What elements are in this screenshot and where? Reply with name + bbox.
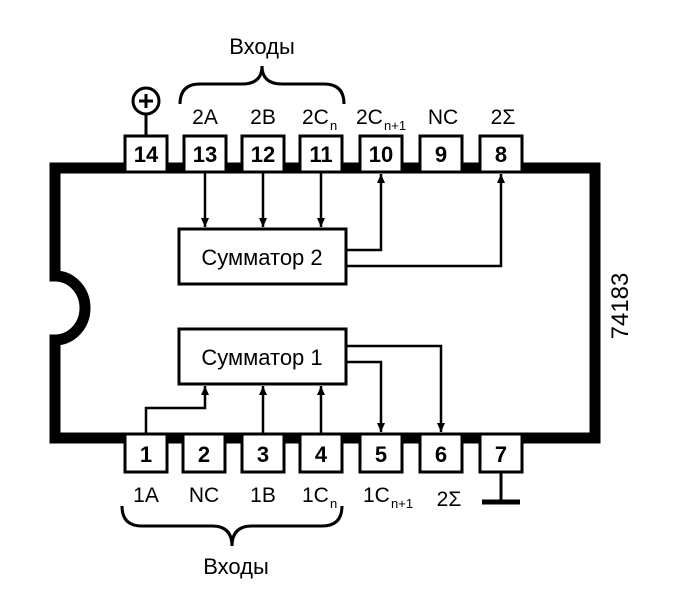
svg-text:7: 7 <box>495 442 507 467</box>
svg-text:10: 10 <box>369 142 393 167</box>
bottom-inputs-label: Входы <box>203 554 269 579</box>
pin-5-label-sub: n+1 <box>391 496 413 511</box>
adder-2-block: Сумматор 2 <box>177 227 348 286</box>
pin-5-label: 1C <box>363 484 390 507</box>
pin-4-label: 1C <box>302 484 329 507</box>
wire-adder2-to-pin8 <box>346 174 505 268</box>
svg-text:4: 4 <box>315 442 328 467</box>
pin-11: 11 <box>298 134 344 174</box>
pin-14: 14 <box>123 134 169 174</box>
pin-8-label: 2Σ <box>491 106 516 129</box>
svg-text:13: 13 <box>193 142 217 167</box>
svg-text:9: 9 <box>435 142 447 167</box>
pin-3-label: 1B <box>250 484 276 507</box>
bottom-pin-labels: 1A NC 1B 1C n 1C n+1 2Σ <box>133 484 461 511</box>
power-plus-icon <box>131 86 161 136</box>
pin-2-label: NC <box>189 484 219 507</box>
pin-9-label: NC <box>428 106 458 129</box>
pin-11-label-sub: n <box>330 118 337 133</box>
svg-text:1: 1 <box>140 442 152 467</box>
svg-text:8: 8 <box>495 142 507 167</box>
pin-1: 1 <box>123 432 169 474</box>
top-inputs-label: Входы <box>229 34 295 59</box>
adder-1-label: Сумматор 1 <box>201 345 322 370</box>
top-pin-labels: 2A 2B 2C n 2C n+1 NC 2Σ <box>192 106 515 133</box>
svg-text:12: 12 <box>251 142 275 167</box>
pin-8: 8 <box>478 134 524 174</box>
pin-4: 4 <box>298 432 344 474</box>
pin-12-label: 2B <box>250 106 276 129</box>
pin-3: 3 <box>240 432 286 474</box>
pin-7: 7 <box>478 432 524 474</box>
wire-adder1-to-pin5 <box>346 360 385 432</box>
bottom-pins: 1 2 3 4 5 6 7 <box>123 432 524 474</box>
top-inputs-brace <box>178 65 346 105</box>
pin-13: 13 <box>182 134 228 174</box>
pin-9: 9 <box>418 134 464 174</box>
pin-12: 12 <box>240 134 286 174</box>
adder-2-connections <box>201 172 505 268</box>
adder-1-connections <box>144 344 445 434</box>
ground-icon <box>482 472 520 505</box>
pin-1-label: 1A <box>133 484 159 507</box>
pin-4-label-sub: n <box>330 496 337 511</box>
pin-6: 6 <box>418 432 464 474</box>
svg-text:3: 3 <box>257 442 269 467</box>
wire-adder2-to-pin10 <box>346 174 385 252</box>
svg-text:14: 14 <box>134 142 159 167</box>
pin-2: 2 <box>181 432 227 474</box>
wire-adder1-to-pin6 <box>346 344 445 432</box>
svg-text:5: 5 <box>375 442 387 467</box>
pin-13-label: 2A <box>192 106 218 129</box>
svg-text:11: 11 <box>309 142 332 167</box>
svg-text:2: 2 <box>198 442 210 467</box>
top-pins: 14 13 12 11 10 9 8 <box>123 134 524 174</box>
pin-10-label-sub: n+1 <box>384 118 406 133</box>
adder-2-label: Сумматор 2 <box>201 245 322 270</box>
pin-6-label: 2Σ <box>437 488 462 511</box>
svg-text:6: 6 <box>435 442 447 467</box>
part-number: 74183 <box>607 273 634 340</box>
adder-1-block: Сумматор 1 <box>177 327 348 386</box>
chip-body <box>49 162 601 444</box>
bottom-inputs-brace <box>120 505 344 547</box>
pin-10: 10 <box>358 134 404 174</box>
pin-5: 5 <box>358 432 404 474</box>
pin-11-label: 2C <box>302 106 329 129</box>
pin-10-label: 2C <box>356 106 383 129</box>
wire-pin1-to-adder1 <box>144 386 209 434</box>
